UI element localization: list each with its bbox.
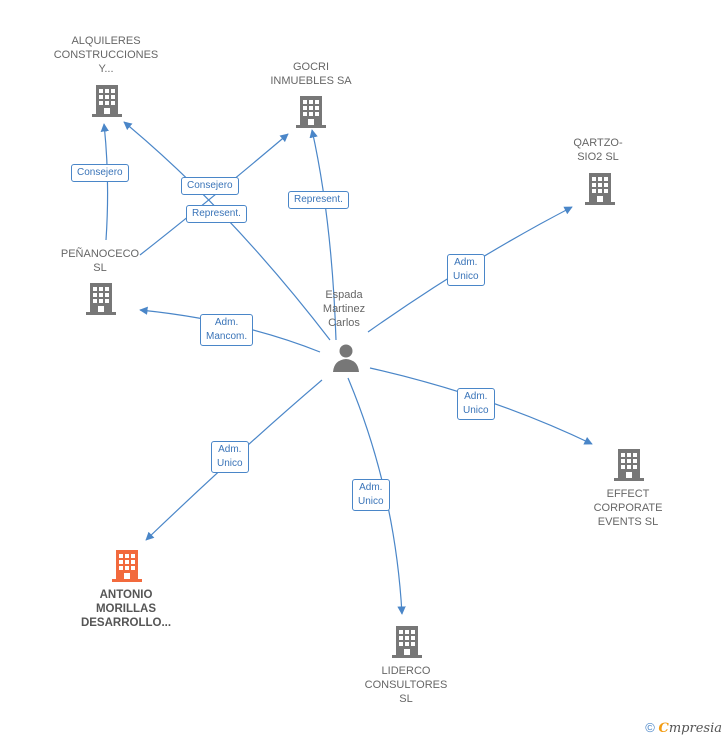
edge-label-consejero[interactable]: Consejero — [71, 164, 129, 182]
edge-label-adm-unico[interactable]: Adm. Unico — [457, 388, 495, 420]
edge-penanoceco-gocri — [139, 133, 289, 256]
edge-center-gocri — [309, 129, 337, 341]
person-icon[interactable] — [330, 341, 362, 373]
edge-label-represent[interactable]: Represent. — [186, 205, 247, 223]
node-label-penanoceco[interactable]: PEÑANOCECO SL — [60, 248, 140, 274]
edge-label-adm-unico[interactable]: Adm. Unico — [211, 441, 249, 473]
building-icon[interactable] — [112, 548, 142, 583]
edge-label-adm-mancom[interactable]: Adm. Mancom. — [200, 314, 254, 346]
edge-label-adm-unico[interactable]: Adm. Unico — [447, 254, 485, 286]
node-label-effect[interactable]: EFFECT CORPORATE EVENTS SL — [593, 488, 663, 528]
node-label-qartzo[interactable]: QARTZO- SIO2 SL — [573, 137, 623, 163]
brand-logo: Cmpresia — [658, 721, 723, 736]
edge-label-consejero[interactable]: Consejero — [181, 177, 239, 195]
building-icon[interactable] — [585, 171, 615, 206]
node-label-gocri[interactable]: GOCRI INMUEBLES SA — [270, 61, 352, 87]
building-icon[interactable] — [296, 94, 326, 129]
node-label-antonio[interactable]: ANTONIO MORILLAS DESARROLLO... — [80, 589, 172, 629]
copyright-icon: © — [645, 720, 655, 735]
edge-center-alquileres — [123, 121, 331, 341]
building-icon[interactable] — [92, 83, 122, 118]
building-icon[interactable] — [614, 447, 644, 482]
node-label-alquileres[interactable]: ALQUILERES CONSTRUCCIONES Y... — [53, 35, 159, 75]
building-icon[interactable] — [86, 281, 116, 316]
edge-label-represent[interactable]: Represent. — [288, 191, 349, 209]
center-person-name[interactable]: Espada Martinez Carlos — [322, 289, 366, 329]
footer-brand: © Cmpresia — [645, 720, 722, 736]
node-label-liderco[interactable]: LIDERCO CONSULTORES SL — [364, 665, 448, 705]
edge-penanoceco-alquileres — [100, 123, 109, 241]
building-icon[interactable] — [392, 624, 422, 659]
edge-label-adm-unico[interactable]: Adm. Unico — [352, 479, 390, 511]
